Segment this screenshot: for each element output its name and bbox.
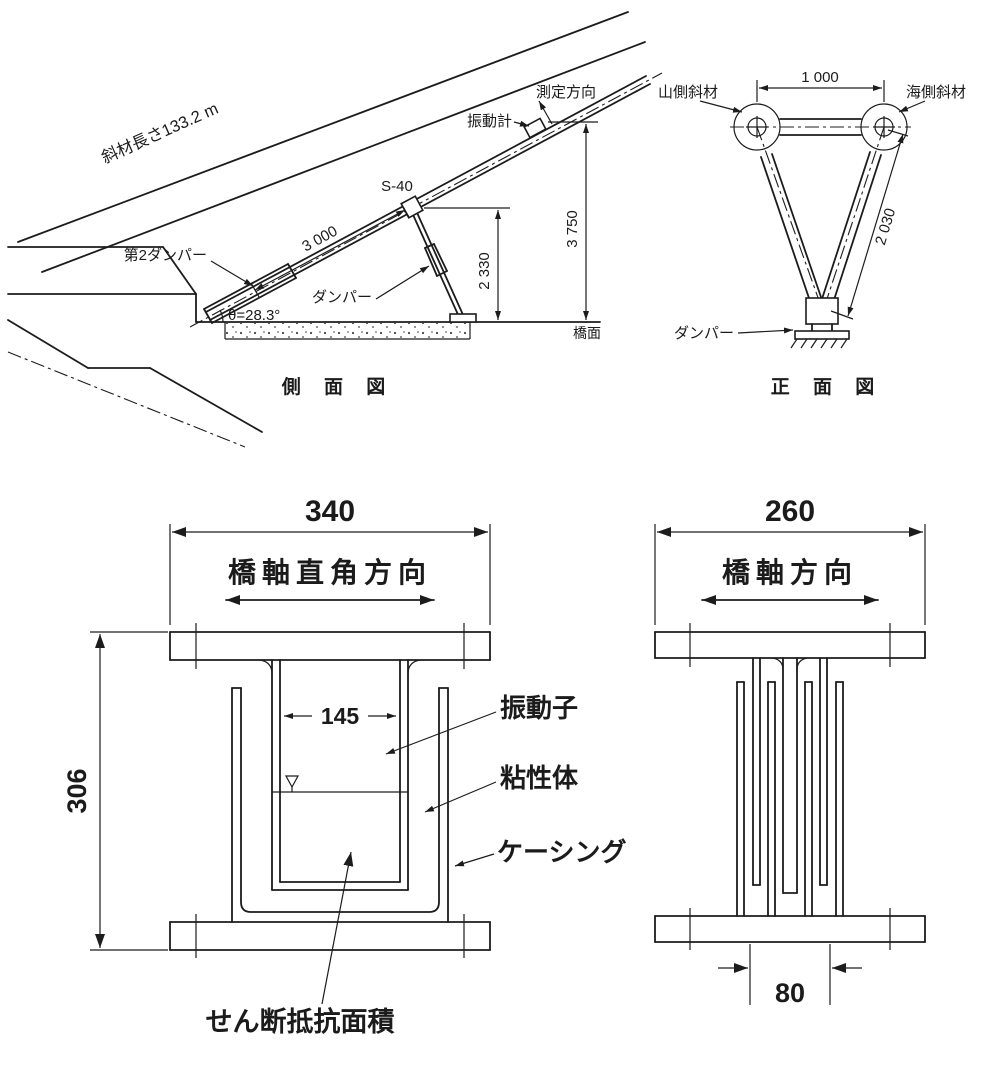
side-view: 斜材長さ133.2 m 測定方向 振動計 S-40 3 000 第2ダンパー ダ… bbox=[7, 11, 663, 448]
anchor-link bbox=[730, 118, 911, 136]
dim-260-label: 260 bbox=[765, 495, 815, 528]
casing-label: ケーシング bbox=[497, 837, 626, 867]
viscous-label: 粘性体 bbox=[500, 763, 579, 793]
damper-base-front bbox=[790, 297, 850, 349]
longitudinal-direction-label: 橋軸方向 bbox=[722, 556, 858, 588]
vibrator-plates bbox=[752, 657, 828, 894]
second-damper-label: 第2ダンパー bbox=[124, 246, 207, 264]
dim-306-label: 306 bbox=[62, 768, 92, 813]
bottom-flange bbox=[169, 914, 491, 958]
damper-rod bbox=[400, 195, 477, 323]
damper-leader-front bbox=[737, 327, 794, 334]
section-longitudinal: 260 橋軸方向 80 bbox=[654, 495, 926, 1008]
water-level-icon bbox=[284, 775, 300, 789]
dim-2030-lines bbox=[830, 129, 909, 320]
dim-145-label: 145 bbox=[321, 703, 360, 729]
side-view-title: 側 面 図 bbox=[281, 376, 395, 398]
deck-hatch bbox=[224, 322, 471, 340]
shear-area-arrow bbox=[321, 851, 354, 1005]
member-mountain-side bbox=[756, 126, 827, 321]
dim-1000-lines bbox=[756, 80, 885, 102]
measure-direction-label: 測定方向 bbox=[536, 84, 596, 101]
angle-label: θ=28.3° bbox=[228, 307, 280, 324]
dim-2030-label: 2 030 bbox=[872, 206, 899, 247]
top-flange-long bbox=[654, 623, 926, 667]
dim-260-lines bbox=[654, 524, 926, 625]
front-view: 1 000 山側斜材 海側斜材 2 030 ダンパー 正 面 図 bbox=[658, 69, 966, 398]
dim-3750-lines bbox=[548, 121, 598, 320]
cable-length-label: 斜材長さ133.2 m bbox=[99, 99, 221, 167]
dim-2330-label: 2 330 bbox=[476, 252, 493, 290]
transverse-direction-label: 橋軸直角方向 bbox=[228, 556, 432, 588]
girder-outline bbox=[7, 246, 601, 448]
vibrometer-label: 振動計 bbox=[467, 113, 512, 130]
front-view-title: 正 面 図 bbox=[771, 376, 884, 398]
vibrator-label: 振動子 bbox=[500, 693, 578, 723]
damper-label-front: ダンパー bbox=[674, 325, 734, 342]
shear-area-label: せん断抵抗面積 bbox=[206, 1006, 395, 1037]
member-sea-side bbox=[819, 126, 885, 321]
casing-leader bbox=[454, 853, 495, 867]
vibrator-box bbox=[259, 659, 421, 891]
dim-2330-lines bbox=[424, 207, 510, 320]
mountain-cable-label: 山側斜材 bbox=[658, 84, 718, 101]
cable-upper-lines bbox=[17, 11, 646, 273]
fluid-level bbox=[272, 775, 408, 793]
vibrometer-box bbox=[523, 117, 547, 139]
second-damper-leader bbox=[210, 260, 254, 287]
dim-1000-label: 1 000 bbox=[801, 69, 839, 86]
top-flange bbox=[169, 623, 491, 669]
deck-label: 橋面 bbox=[573, 325, 601, 341]
angle-arc bbox=[219, 309, 224, 323]
dim-3000-lines bbox=[250, 202, 410, 298]
dim-306-lines bbox=[90, 631, 168, 951]
measure-direction-arrow bbox=[538, 100, 553, 125]
viscous-leader bbox=[424, 781, 497, 813]
dim-340-lines bbox=[169, 524, 491, 625]
mountain-cable-leader bbox=[699, 100, 743, 113]
s40-label: S-40 bbox=[381, 178, 413, 195]
dim-80-label: 80 bbox=[775, 978, 805, 1008]
damper-label-side: ダンパー bbox=[312, 289, 372, 306]
stay-cable bbox=[189, 72, 663, 328]
dim-80-lines bbox=[718, 944, 862, 1005]
vibrator-leader bbox=[385, 711, 497, 755]
section-transverse: 340 橋軸直角方向 145 306 振動子 粘性体 ケーシング せん断抵抗面積 bbox=[62, 495, 626, 1037]
casing-plates bbox=[736, 681, 844, 917]
dim-3750-label: 3 750 bbox=[564, 210, 581, 248]
sea-cable-label: 海側斜材 bbox=[906, 84, 966, 101]
damper-base-plate bbox=[449, 313, 477, 323]
bottom-flange-long bbox=[654, 908, 926, 950]
vibrometer-leader bbox=[513, 120, 530, 127]
damper-leader bbox=[375, 265, 430, 300]
cable-clamp bbox=[400, 195, 424, 219]
sea-cable-leader bbox=[898, 100, 926, 113]
dim-340-label: 340 bbox=[305, 495, 355, 528]
